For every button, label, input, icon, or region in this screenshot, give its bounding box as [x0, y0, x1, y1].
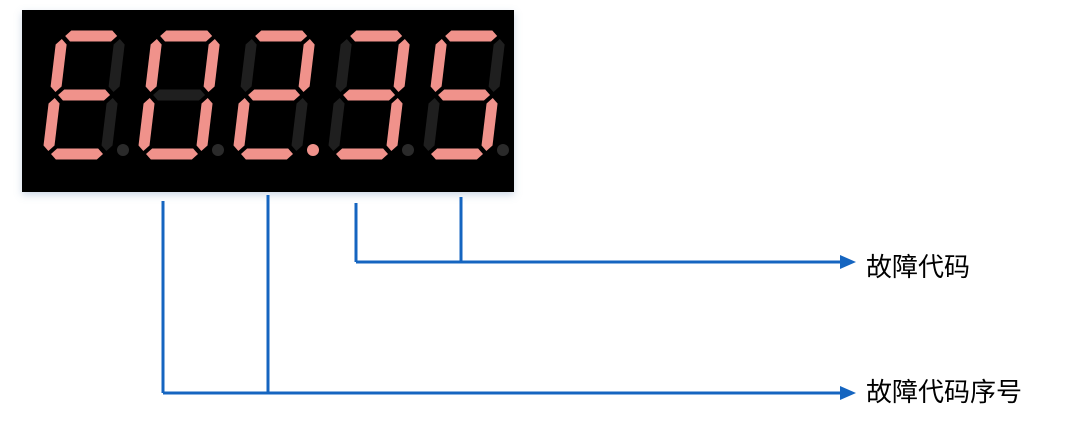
- digit-3-segment-e-lit: [233, 98, 250, 151]
- digit-4-segment-d-lit: [336, 148, 388, 160]
- digit-3-decimal-point-lit: [307, 144, 319, 156]
- digit-2-segment-d-lit: [146, 148, 198, 160]
- digit-2-segment-e-lit: [138, 98, 155, 151]
- fault-code-arrowhead: [840, 255, 856, 269]
- digit-5-decimal-point-unlit: [497, 144, 509, 156]
- digit-5-segment-a-lit: [445, 30, 498, 42]
- digit-3-segment-d-lit: [241, 148, 293, 160]
- digit-3-segment-f-unlit: [240, 39, 257, 92]
- digit-4-segment-a-lit: [350, 30, 403, 42]
- digit-1-segment-d-lit: [51, 148, 103, 160]
- fault-code-label: 故障代码: [866, 253, 971, 283]
- seven-segment-digits: [43, 30, 509, 160]
- digit-4-segment-b-lit: [393, 39, 410, 92]
- digit-4-segment-e-unlit: [328, 98, 345, 151]
- digit-1-segment-g-lit: [58, 89, 111, 101]
- digit-2-segment-a-lit: [160, 30, 213, 42]
- digit-5-segment-g-lit: [438, 89, 491, 101]
- digit-3-segment-c-unlit: [291, 98, 308, 151]
- digit-4-decimal-point-unlit: [402, 144, 414, 156]
- digit-1-segment-f-lit: [50, 39, 67, 92]
- fault-code-index-label: 故障代码序号: [866, 378, 1023, 408]
- fault-code-index-connector: [161, 195, 842, 395]
- digit-1-segment-a-lit: [65, 30, 118, 42]
- digit-3-segment-g-lit: [248, 89, 301, 101]
- digit-1-segment-e-lit: [43, 98, 60, 151]
- digit-2-decimal-point-unlit: [212, 144, 224, 156]
- digit-2-segment-f-lit: [145, 39, 162, 92]
- digit-5-segment-c-lit: [481, 98, 498, 151]
- digit-2-segment-g-unlit: [153, 89, 206, 101]
- digit-1-decimal-point-unlit: [117, 144, 129, 156]
- digit-2-segment-c-lit: [196, 98, 213, 151]
- digit-5-segment-b-unlit: [488, 39, 505, 92]
- digit-5-segment-e-unlit: [423, 98, 440, 151]
- digit-4-segment-c-lit: [386, 98, 403, 151]
- digit-5-segment-f-lit: [430, 39, 447, 92]
- digit-3-segment-b-lit: [298, 39, 315, 92]
- digit-1-segment-b-unlit: [108, 39, 125, 92]
- fault-code-connector: [354, 197, 842, 264]
- digit-5-segment-d-lit: [431, 148, 483, 160]
- digit-1-segment-c-unlit: [101, 98, 118, 151]
- fault-code-index-arrowhead: [840, 386, 856, 400]
- digit-2-segment-b-lit: [203, 39, 220, 92]
- digit-3-segment-a-lit: [255, 30, 308, 42]
- digit-4-segment-g-lit: [343, 89, 396, 101]
- digit-4-segment-f-unlit: [335, 39, 352, 92]
